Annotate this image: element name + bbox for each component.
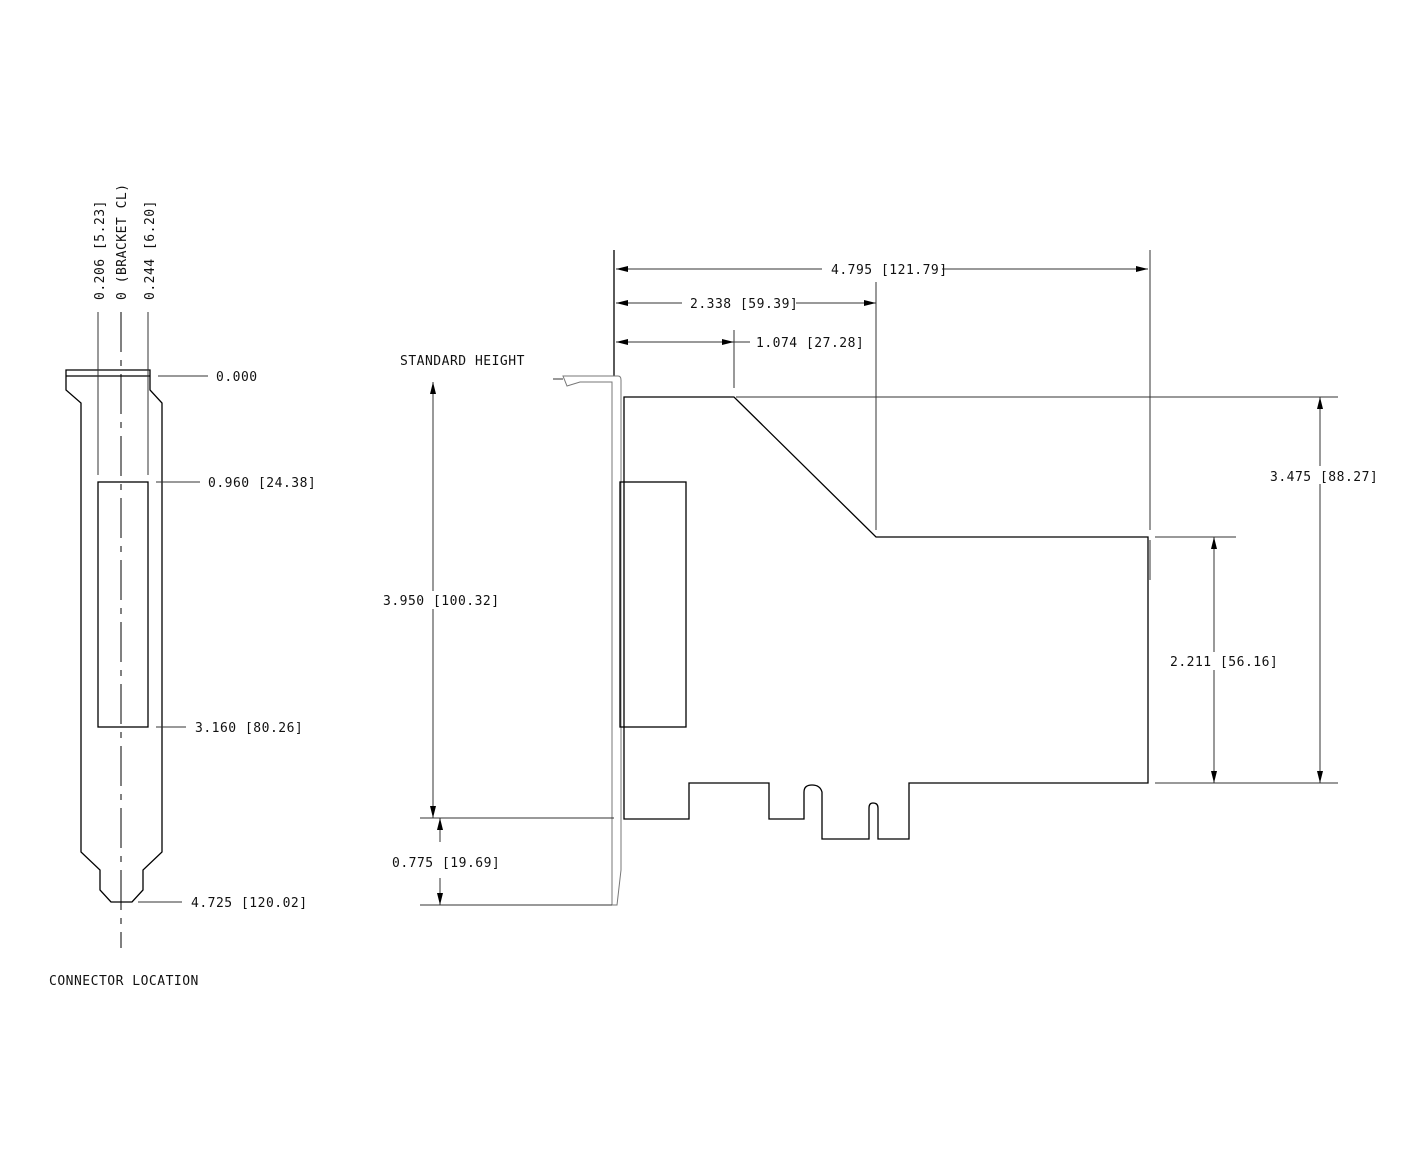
dim-chamfer-start: 1.074 [27.28] bbox=[756, 336, 864, 351]
connector-window bbox=[97, 481, 149, 728]
dim-overall-length: 4.795 [121.79] bbox=[831, 263, 948, 278]
label-mask bbox=[380, 591, 490, 609]
dim-card-height: 3.475 [88.27] bbox=[1270, 470, 1378, 485]
standard-height-label: STANDARD HEIGHT bbox=[400, 354, 525, 369]
dim-bracket-height: 3.950 [100.32] bbox=[383, 594, 500, 609]
dim-top: 0.000 bbox=[216, 370, 258, 385]
dim-bracket-tail: 0.775 [19.69] bbox=[392, 856, 500, 871]
dim-step-height: 2.211 [56.16] bbox=[1170, 655, 1278, 670]
label-mask bbox=[1166, 652, 1264, 670]
dim-step-length: 2.338 [59.39] bbox=[690, 297, 798, 312]
dim-window-bottom: 3.160 [80.26] bbox=[195, 721, 303, 736]
bracket-profile bbox=[562, 375, 622, 906]
offset-right-label: 0.244 [6.20] bbox=[143, 200, 158, 300]
offset-left-label: 0.206 [5.23] bbox=[93, 200, 108, 300]
offset-center-label: 0 (BRACKET CL) bbox=[115, 183, 130, 300]
bracket-side-view: 0.206 [5.23] 0 (BRACKET CL) 0.244 [6.20]… bbox=[49, 183, 316, 989]
dim-window-top: 0.960 [24.38] bbox=[208, 476, 316, 491]
card-front-view: STANDARD HEIGHT 4.795 [121.79] 2.338 [59… bbox=[380, 250, 1378, 906]
io-connector bbox=[619, 481, 687, 728]
dim-bottom: 4.725 [120.02] bbox=[191, 896, 308, 911]
label-mask bbox=[1266, 466, 1374, 484]
bracket-outline bbox=[65, 369, 163, 903]
connector-location-caption: CONNECTOR LOCATION bbox=[49, 974, 199, 989]
card-outline bbox=[623, 396, 1149, 840]
